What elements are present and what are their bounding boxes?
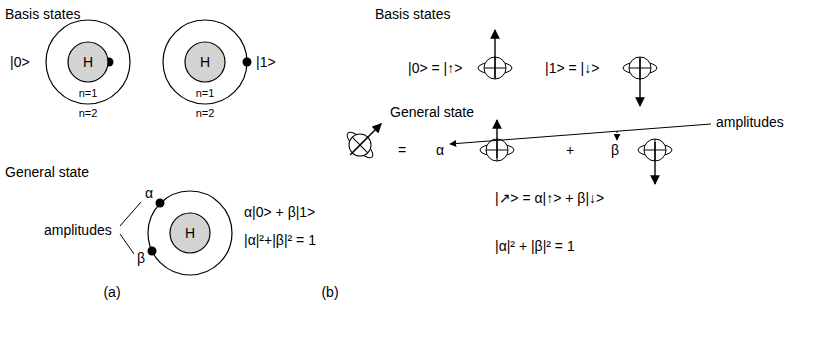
ket-label: |0> xyxy=(10,54,30,70)
section-heading: Basis states xyxy=(375,6,450,22)
leader-line xyxy=(617,131,618,140)
state-equation: α|0> + β|1> xyxy=(244,204,315,220)
nucleus-circle: H xyxy=(169,212,211,254)
orbit-label: n=1 xyxy=(196,87,215,100)
leader-line xyxy=(120,202,141,226)
amplitude-symbol: α xyxy=(145,185,153,201)
spin-sphere xyxy=(338,112,393,167)
section-heading: Basis states xyxy=(5,6,80,22)
ket-label: |1> xyxy=(256,54,276,70)
normalization-equation: |α|² + |β|² = 1 xyxy=(495,238,575,254)
nucleus-label: H xyxy=(200,54,210,70)
nucleus-label: H xyxy=(83,54,93,70)
normalization-equation: |α|²+|β|² = 1 xyxy=(244,232,316,248)
orbit-label: n=2 xyxy=(79,107,98,120)
amplitude-symbol: β xyxy=(137,250,145,266)
operator-symbol: + xyxy=(566,142,574,158)
electron-dot xyxy=(243,58,252,67)
callout-label: amplitudes xyxy=(716,114,784,130)
nucleus-label: H xyxy=(185,225,195,241)
spin-sphere xyxy=(478,30,512,79)
amplitude-symbol: α xyxy=(436,142,444,158)
nucleus-circle: H xyxy=(184,41,226,83)
ket-label: |0> = |↑> xyxy=(408,60,462,76)
orbit-ring xyxy=(163,20,247,104)
nucleus-circle: H xyxy=(67,41,109,83)
callout-label: amplitudes xyxy=(44,222,112,238)
orbit-ring xyxy=(46,20,130,104)
electron-dot xyxy=(156,199,165,208)
orbit-label: n=1 xyxy=(79,87,98,100)
panel-label: (b) xyxy=(321,284,338,300)
section-heading: General state xyxy=(5,164,89,180)
operator-symbol: = xyxy=(398,142,406,158)
spin-sphere xyxy=(623,57,657,106)
panel-label: (a) xyxy=(103,284,120,300)
leader-line xyxy=(450,124,711,144)
leader-line xyxy=(120,234,134,254)
orbit-ring xyxy=(148,191,232,275)
electron-dot xyxy=(148,247,157,256)
amplitude-symbol: β xyxy=(611,142,619,158)
spin-sphere xyxy=(638,139,672,184)
state-equation: |↗> = α|↑> + β|↓> xyxy=(495,190,604,206)
ket-label: |1> = |↓> xyxy=(545,60,599,76)
section-heading: General state xyxy=(390,104,474,120)
orbit-label: n=2 xyxy=(196,107,215,120)
